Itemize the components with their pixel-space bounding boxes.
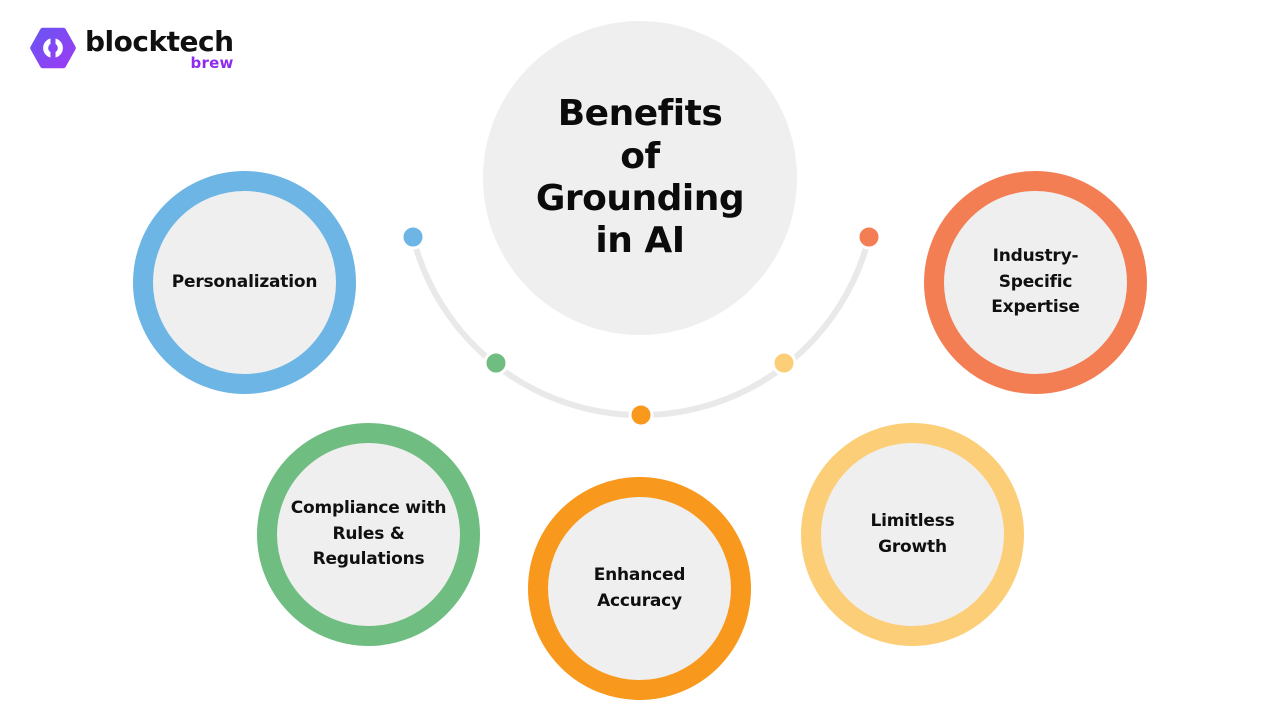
benefit-label: Personalization — [171, 271, 318, 292]
benefit-circle-limitless-growth: Limitless Growth — [801, 423, 1024, 646]
benefit-circle-personalization: Personalization — [133, 171, 356, 394]
arc-dot-enhanced-accuracy — [628, 402, 654, 428]
diagram-title: Benefits of Grounding in AI — [535, 93, 745, 262]
hexagon-logo-icon — [30, 26, 76, 74]
benefit-label: Enhanced Accuracy — [593, 565, 686, 611]
arc-dot-compliance — [483, 350, 509, 376]
benefit-label: Limitless Growth — [870, 511, 955, 557]
benefit-label: Industry- Specific Expertise — [991, 246, 1080, 318]
logo-sub-wordmark: brew — [190, 54, 234, 73]
arc-dot-personalization — [400, 224, 426, 250]
benefit-circle-industry-specific-expertise: Industry- Specific Expertise — [924, 171, 1147, 394]
benefit-circle-compliance: Compliance with Rules & Regulations — [257, 423, 480, 646]
benefit-label: Compliance with Rules & Regulations — [290, 498, 447, 570]
central-topic-circle: Benefits of Grounding in AI — [483, 21, 797, 335]
brand-logo: blocktech brew — [30, 25, 234, 74]
arc-dot-industry-expertise — [856, 224, 882, 250]
arc-dot-limitless-growth — [771, 350, 797, 376]
logo-wordmark: blocktech — [85, 25, 234, 58]
benefit-circle-enhanced-accuracy: Enhanced Accuracy — [528, 477, 751, 700]
